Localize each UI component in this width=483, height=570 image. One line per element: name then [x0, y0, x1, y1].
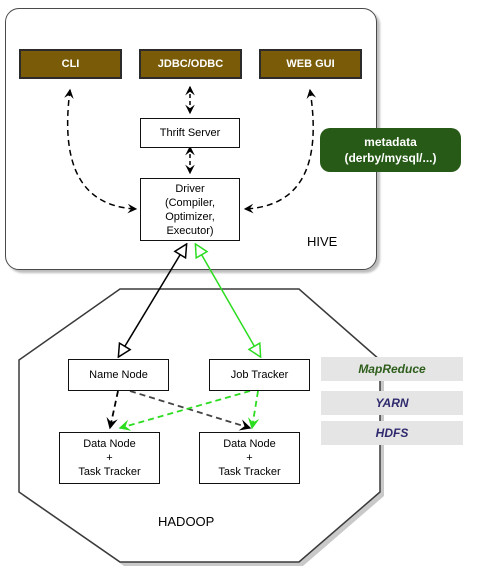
hadoop-container: [18, 288, 381, 563]
metadata-title: metadata: [364, 135, 417, 149]
driver-box: Driver (Compiler, Optimizer, Executor): [140, 178, 240, 241]
namenode-datanode1-connector: [106, 390, 119, 430]
cli-box: CLI: [19, 49, 122, 79]
mapreduce-band: MapReduce: [321, 357, 463, 381]
hive-label: HIVE: [307, 234, 338, 249]
webgui-driver-connector: [243, 88, 317, 214]
metadata-box: metadata (derby/mysql/...): [320, 128, 461, 172]
driver-label: Driver (Compiler, Optimizer, Executor): [164, 182, 216, 237]
hadoop-label: HADOOP: [158, 514, 215, 529]
hdfs-band: HDFS: [321, 421, 463, 445]
job-tracker-box: Job Tracker: [209, 359, 310, 391]
thrift-server-box: Thrift Server: [140, 118, 240, 148]
jobtracker-datanode2-connector: [247, 390, 260, 430]
job-tracker-label: Job Tracker: [230, 369, 289, 381]
data-node-box: Data Node + Task Tracker: [199, 432, 300, 484]
cli-driver-connector: [64, 88, 138, 214]
driver-jobtracker-connector: [196, 245, 260, 356]
yarn-band: YARN: [321, 391, 463, 415]
name-node-box: Name Node: [68, 359, 169, 391]
data-node-label: Data Node + Task Tracker: [218, 438, 281, 478]
namenode-datanode2-connector: [129, 390, 252, 431]
web-gui-box: WEB GUI: [259, 49, 362, 79]
driver-namenode-connector: [119, 245, 186, 356]
jobtracker-datanode1-connector: [118, 390, 251, 431]
jdbc-odbc-box: JDBC/ODBC: [139, 49, 242, 79]
thrift-server-label: Thrift Server: [159, 127, 221, 139]
metadata-subtitle: (derby/mysql/...): [344, 151, 437, 165]
data-node-box: Data Node + Task Tracker: [59, 432, 160, 484]
name-node-label: Name Node: [89, 369, 148, 381]
data-node-label: Data Node + Task Tracker: [78, 438, 141, 478]
